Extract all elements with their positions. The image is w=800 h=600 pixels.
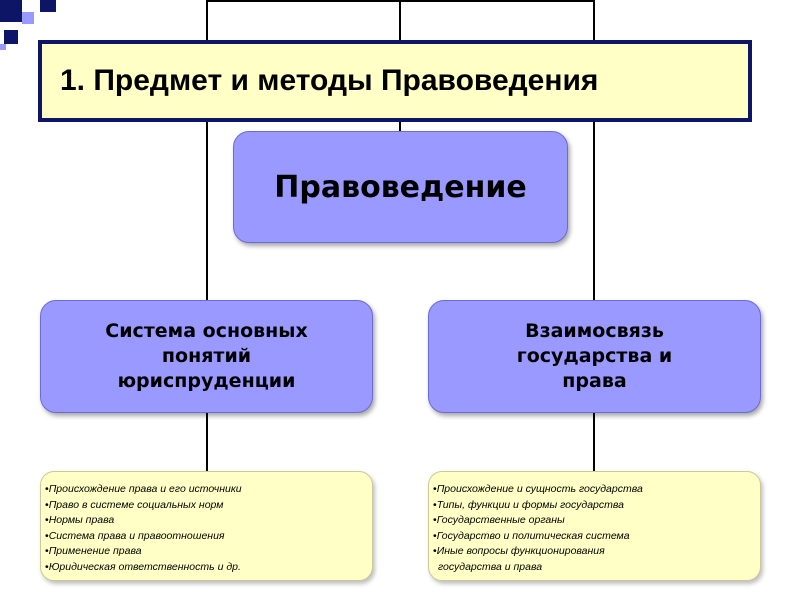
list-item: •Нормы права xyxy=(45,514,115,526)
decor-square xyxy=(0,0,22,22)
list-item: •Система права и правоотношения xyxy=(45,529,225,542)
branch-node-concepts: Система основных понятий юриспруденции xyxy=(40,300,373,413)
list-item: •Типы, функции и формы государства xyxy=(433,498,624,511)
list-item: •Право в системе социальных норм xyxy=(45,498,224,511)
list-item: •Государство и политическая система xyxy=(433,529,630,542)
decor-square xyxy=(0,44,6,50)
branch-node-label: Взаимосвязь государства и права xyxy=(516,319,673,393)
list-item: •Юридическая ответственность и др. xyxy=(45,560,241,573)
connector-line xyxy=(206,0,595,2)
root-node: Правоведение xyxy=(233,131,568,243)
topic-list-concepts: •Происхождение права и его источники •Пр… xyxy=(40,471,373,581)
slide-title-box: 1. Предмет и методы Правоведения xyxy=(38,40,752,122)
slide-title: 1. Предмет и методы Правоведения xyxy=(60,64,599,97)
decor-square xyxy=(22,12,34,24)
list-item: •Происхождение и сущность государства xyxy=(433,483,643,495)
branch-node-state-law: Взаимосвязь государства и права xyxy=(428,300,761,413)
topic-list-state-law: •Происхождение и сущность государства •Т… xyxy=(428,471,761,581)
list-item: •Применение права xyxy=(45,545,142,557)
decor-square xyxy=(40,0,56,12)
branch-node-label: Система основных понятий юриспруденции xyxy=(105,319,308,393)
connector-line xyxy=(206,413,208,471)
list-item: •Происхождение права и его источники xyxy=(45,483,242,495)
list-item: •Государственные органы xyxy=(433,514,565,526)
connector-line xyxy=(206,0,208,300)
connector-line xyxy=(593,413,595,471)
root-node-label: Правоведение xyxy=(274,169,527,205)
decor-square xyxy=(4,30,18,44)
connector-line xyxy=(593,0,595,300)
list-item: государства и права xyxy=(438,560,543,573)
list-item: •Иные вопросы функционирования xyxy=(433,545,605,557)
